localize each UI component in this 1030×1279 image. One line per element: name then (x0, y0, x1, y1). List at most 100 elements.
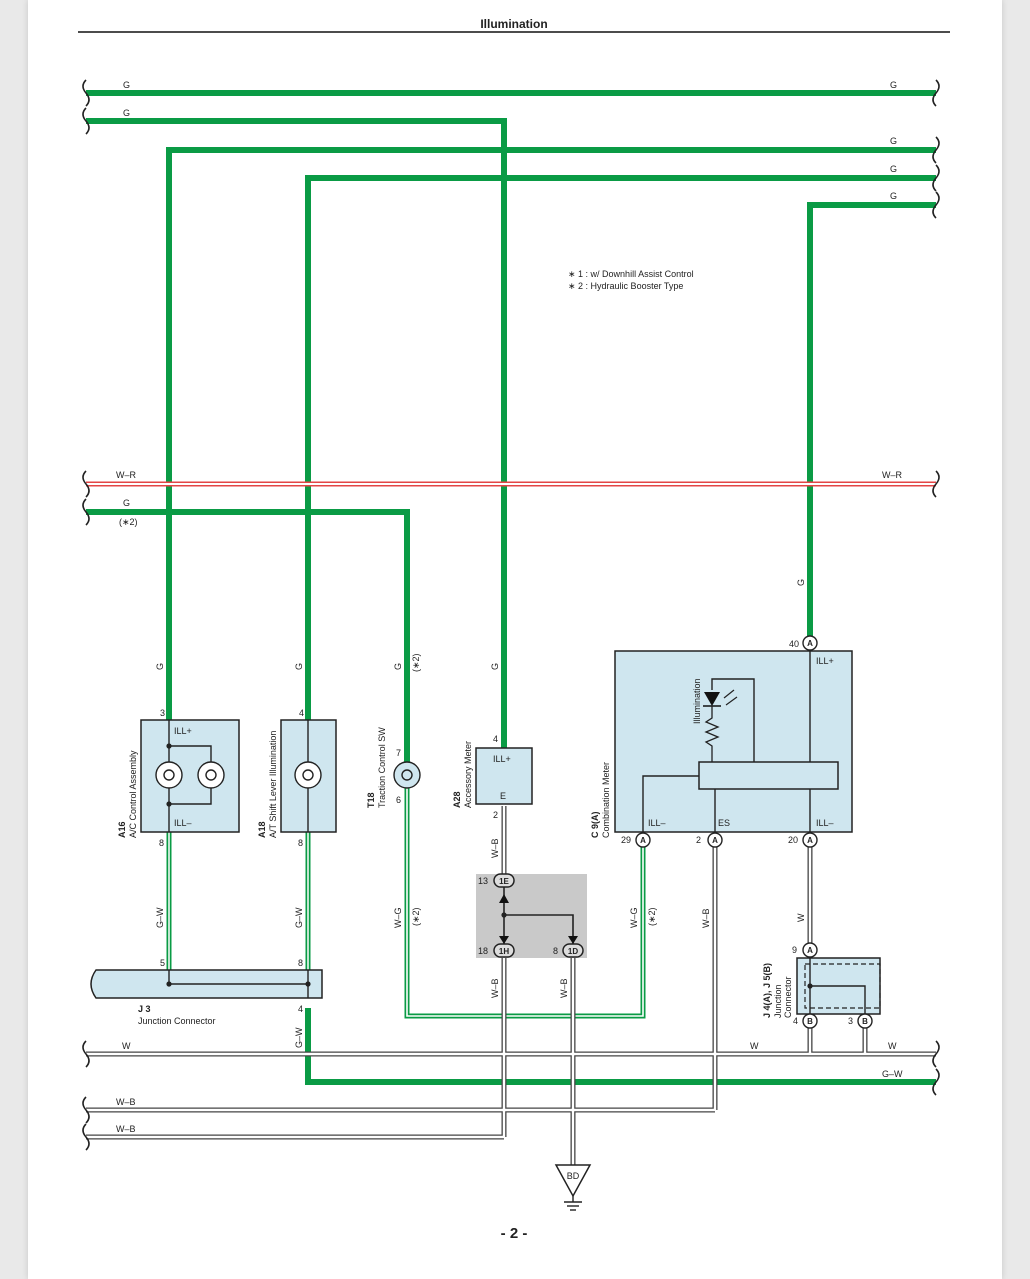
junction-block: 1E 1H 1D 13 18 8 (476, 873, 587, 958)
wire-label: W–B (490, 978, 500, 998)
pin-number: 4 (298, 1004, 303, 1014)
wire-note: (∗2) (411, 907, 421, 926)
component-code: T18 (366, 792, 376, 808)
pin-number: 20 (788, 835, 798, 845)
pin-number: 4 (493, 734, 498, 744)
pin-number: 8 (159, 838, 164, 848)
bus-label: W (888, 1041, 897, 1051)
component-code: A16 (117, 821, 127, 838)
connector-letter: A (807, 639, 813, 648)
component-code: J 3 (138, 1004, 151, 1014)
component-a28: 4 ILL+ E 2 A28 Accessory Meter (452, 734, 533, 820)
note-2: ∗ 2 : Hydraulic Booster Type (568, 281, 683, 291)
bus-label: G (890, 136, 897, 146)
pin-number: 8 (298, 958, 303, 968)
wire-label: G–W (294, 907, 304, 928)
bus-label: G (890, 191, 897, 201)
wire-label: G (393, 663, 403, 670)
wire-label: G (155, 663, 165, 670)
pin-number: 4 (299, 708, 304, 718)
pin-number: 6 (396, 795, 401, 805)
ground-bd: BD (554, 1164, 592, 1211)
connector-letter: A (807, 836, 813, 845)
terminal-label: ILL+ (174, 726, 192, 736)
wire-label: G–W (294, 1027, 304, 1048)
bus-labels: G G G G G G W–R W–R G (∗2) W W W G–W W–B… (116, 80, 903, 1134)
bus-label: G (890, 80, 897, 90)
component-code: A18 (257, 821, 267, 838)
connector-id: 1H (499, 947, 509, 956)
bus-label: W (122, 1041, 131, 1051)
wire-g-c9 (807, 202, 936, 643)
component-j3: 5 8 4 J 3 Junction Connector (90, 958, 323, 1026)
light-rays-icon (723, 689, 738, 706)
bus-label: G (123, 80, 130, 90)
wire-label: W–B (701, 908, 711, 928)
component-code: J 4(A), J 5(B) (762, 963, 772, 1018)
terminal-label: ILL– (648, 818, 666, 828)
terminal-label: ILL– (174, 818, 192, 828)
pin-number: 7 (396, 748, 401, 758)
bulb-icon (294, 761, 322, 789)
wire-wg-t18-c9 (404, 788, 646, 1019)
component-name: A/T Shift Lever Illumination (268, 731, 278, 838)
ground-label: BD (567, 1171, 580, 1181)
component-a16: 3 ILL+ ILL– 8 A16 A/C Control Assembly (117, 708, 240, 848)
terminal-label: E (500, 791, 506, 801)
component-name: Connector (783, 976, 793, 1018)
page-number: - 2 - (501, 1225, 528, 1242)
terminal-label: ILL– (816, 818, 834, 828)
component-name: Combination Meter (601, 762, 611, 838)
bulb-icon (155, 745, 225, 805)
bus-label: W (750, 1041, 759, 1051)
wire-g-a18 (305, 175, 936, 720)
resistor-icon (704, 706, 720, 762)
component-name: A/C Control Assembly (128, 750, 138, 838)
wire-label: W–B (490, 838, 500, 858)
component-c9: Illumination ILL+ ILL– ES ILL– 40 29 2 2… (590, 639, 853, 845)
pin-number: 4 (793, 1016, 798, 1026)
bus-end-marks (82, 79, 940, 1151)
connector-id: 1E (499, 877, 509, 886)
bus-label: G (890, 164, 897, 174)
pin-number: 2 (696, 835, 701, 845)
pin-number: 3 (848, 1016, 853, 1026)
bus-label: G (123, 108, 130, 118)
wire-label: W–B (559, 978, 569, 998)
led-icon (704, 692, 720, 706)
component-a18: 4 8 A18 A/T Shift Lever Illumination (257, 708, 337, 848)
wire-note: (∗2) (411, 653, 421, 672)
bus-label: W–B (116, 1097, 136, 1107)
component-j4-j5: A B B 9 4 3 J 4(A), J 5(B) Junction Conn… (762, 942, 881, 1029)
c9-connectors: A A A A (635, 635, 818, 848)
pin-number: 5 (160, 958, 165, 968)
bus-note: (∗2) (119, 517, 138, 527)
pin-number: 3 (160, 708, 165, 718)
pin-number: 13 (478, 876, 488, 886)
wire-label: G (490, 663, 500, 670)
wire-g-a16 (166, 147, 936, 720)
gw-wires (166, 832, 311, 970)
pin-number: 8 (553, 946, 558, 956)
terminal-label: ES (718, 818, 730, 828)
connector-letter: A (807, 946, 813, 955)
pin-number: 18 (478, 946, 488, 956)
connector-letter: B (807, 1017, 813, 1026)
page-title: Illumination (480, 17, 547, 31)
wire-note: (∗2) (647, 907, 657, 926)
pin-number: 29 (621, 835, 631, 845)
terminal-label: ILL+ (816, 656, 834, 666)
bus-label: W–R (116, 470, 137, 480)
pin-number: 9 (792, 945, 797, 955)
arrow-down-icon (499, 936, 509, 944)
connector-id: 1D (568, 947, 578, 956)
component-t18: 7 6 T18 Traction Control SW (366, 727, 421, 808)
connector-letter: B (862, 1017, 868, 1026)
wire-label: W–G (629, 907, 639, 928)
pin-number: 8 (298, 838, 303, 848)
component-name: Junction Connector (138, 1016, 216, 1026)
pin-number: 2 (493, 810, 498, 820)
ground-icon (564, 1196, 582, 1211)
component-code: C 9(A) (590, 811, 600, 838)
